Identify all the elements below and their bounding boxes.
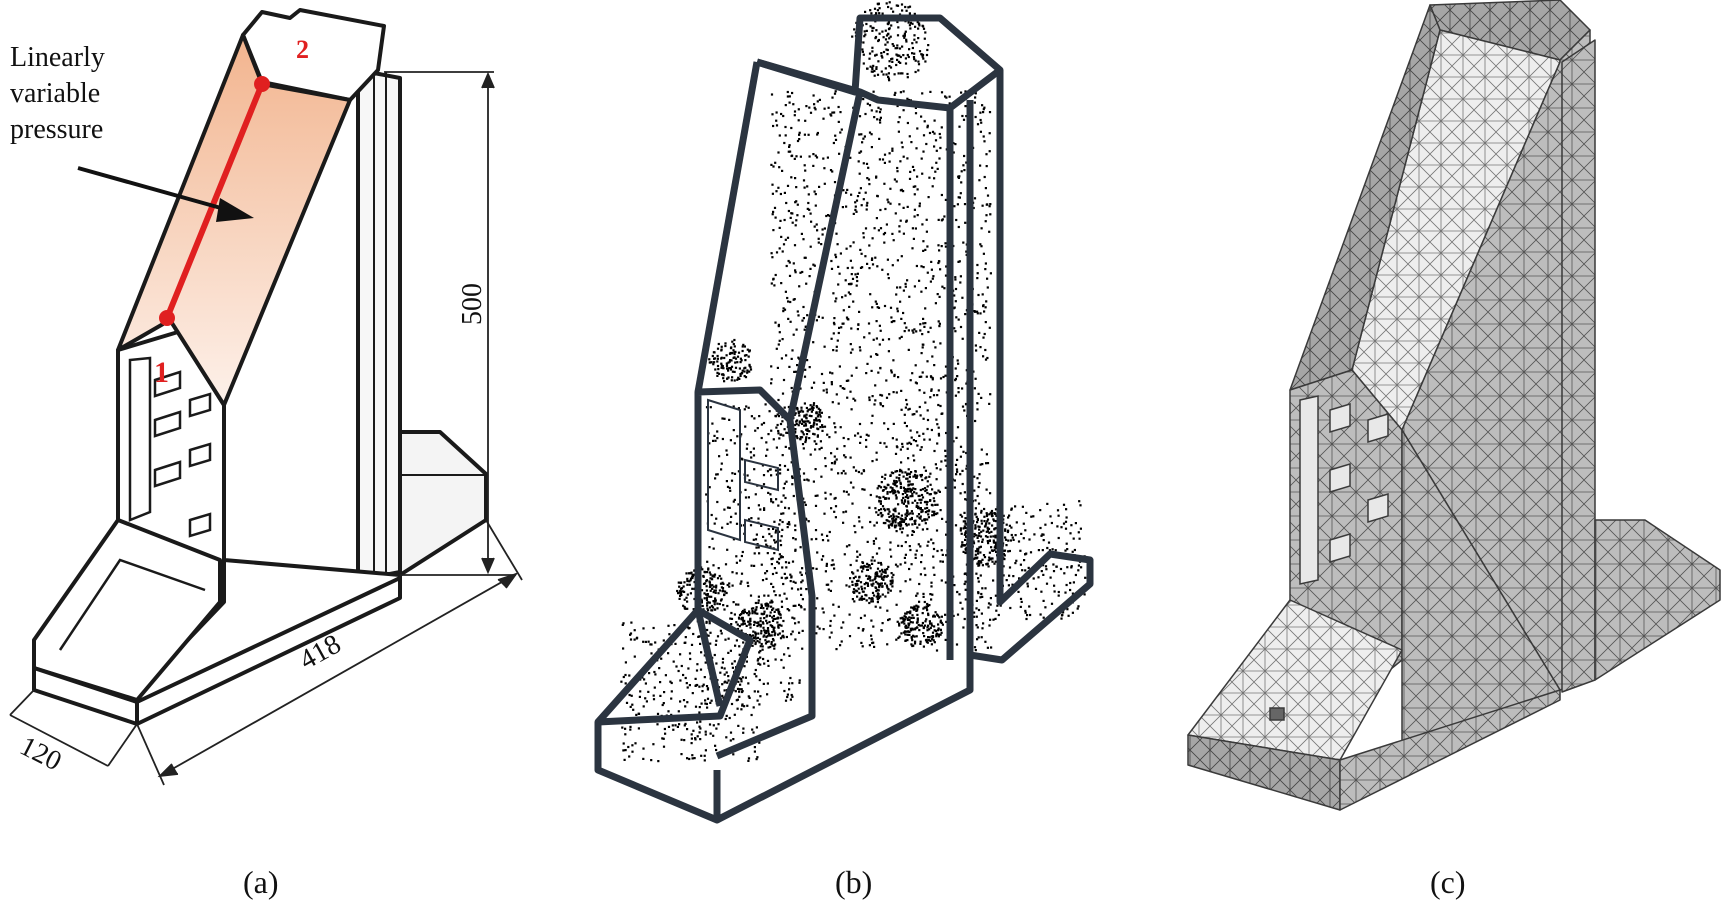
annotation-line-3: pressure bbox=[10, 114, 103, 145]
annotation-line-2: variable bbox=[10, 78, 100, 109]
dimension-height: 500 bbox=[457, 283, 488, 325]
panel-b-label: (b) bbox=[835, 864, 872, 900]
panel-c: (c) bbox=[1187, 0, 1721, 900]
point-cloud-slots bbox=[707, 398, 779, 552]
point-cloud-outline bbox=[594, 14, 1094, 824]
panel-a: 2 1 Linearly variable pressure 500 418 bbox=[9, 8, 523, 900]
mesh-slots bbox=[1269, 395, 1389, 721]
point-1-label: 1 bbox=[154, 356, 169, 389]
panel-c-label: (c) bbox=[1430, 864, 1466, 900]
annotation-line-1: Linearly bbox=[10, 42, 105, 73]
point-1-marker bbox=[159, 310, 175, 326]
dimension-lines bbox=[9, 71, 523, 786]
point-2-label: 2 bbox=[296, 35, 309, 64]
pressure-line bbox=[159, 76, 270, 326]
rib-slots bbox=[58, 356, 212, 651]
panel-b: (b) bbox=[594, 1, 1094, 900]
dimension-width: 120 bbox=[15, 731, 66, 778]
bracket-outline bbox=[32, 8, 488, 726]
fe-mesh bbox=[1187, 0, 1721, 811]
point-2-marker bbox=[254, 76, 270, 92]
annotation-arrow bbox=[77, 166, 254, 222]
panel-a-label: (a) bbox=[243, 864, 279, 900]
